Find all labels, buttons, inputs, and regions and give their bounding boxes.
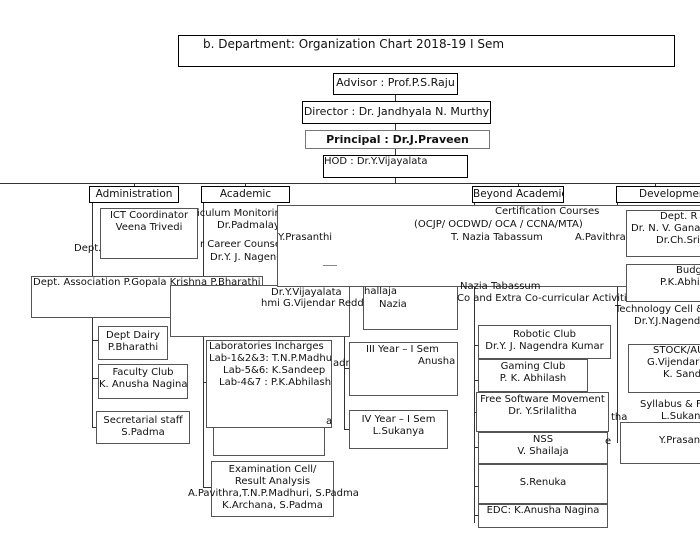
- connector-line: [92, 340, 98, 341]
- vijendar-fragment: hmi G.Vijendar Reddy: [261, 298, 370, 309]
- e-fragment: e: [605, 436, 612, 447]
- advisor-label: Advisor : Prof.P.S.Raju: [336, 76, 455, 89]
- free-software-box: Free Software Movement Dr. Y.Srilalitha: [476, 392, 609, 432]
- technology-cell-label: Technology Cell & Dr.Y.J.Nagend: [615, 304, 700, 327]
- principal-label: Principal : Dr.J.Praveen: [326, 133, 469, 146]
- renuka-box: S.Renuka: [478, 464, 608, 504]
- adma-fragment: adma: [333, 358, 362, 369]
- syllabus-label: Syllabus & F L.Sukan: [640, 399, 700, 422]
- co-extra-curricular-heading: Co and Extra Co-curricular Activitie: [457, 293, 633, 304]
- hod-box: HOD : Dr.Y.Vijayalata: [323, 155, 468, 178]
- heading-administration: Administration: [89, 186, 179, 203]
- secretarial-staff-box: Secretarial staff S.Padma: [96, 411, 190, 444]
- connector-line: [344, 330, 345, 430]
- a-fragment: a: [326, 416, 333, 427]
- connector-line: [203, 203, 204, 488]
- connector-line: [0, 183, 700, 184]
- connector-line: [474, 486, 478, 487]
- chart-title-box: b. Department: Organization Chart 2018-1…: [178, 35, 675, 67]
- chart-title: b. Department: Organization Chart 2018-1…: [203, 37, 505, 51]
- connector-line: [474, 447, 478, 448]
- academic-panel: Dr.Y.Vijayalata: [170, 285, 350, 337]
- connector-line: [655, 183, 656, 187]
- connector-line: [518, 183, 519, 187]
- connector-line: [617, 203, 618, 443]
- connector-line: [134, 183, 135, 187]
- curriculum-fragment: iculum Monitorin Dr.Padmalay: [197, 208, 281, 231]
- edc-box: EDC: K.Anusha Nagina: [478, 504, 608, 528]
- connector-line: [92, 427, 96, 428]
- connector-line: [474, 345, 478, 346]
- robotic-club-box: Robotic Club Dr.Y. J. Nagendra Kumar: [478, 325, 611, 359]
- divider: [323, 265, 337, 266]
- connector-line: [395, 178, 396, 184]
- examination-cell-box: Examination Cell/ Result Analysis A.Pavi…: [188, 461, 359, 517]
- gaming-club-box: Gaming Club P. K. Abhilash: [478, 359, 588, 392]
- career-fragment: r Career Counsel Dr.Y. J. Nagend: [200, 239, 284, 263]
- connector-line: [203, 487, 211, 488]
- connector-line: [474, 203, 475, 523]
- nazia-box: hallaja Nazia: [363, 285, 458, 330]
- connector-line: [395, 95, 396, 102]
- faculty-club-box: Faculty Club K. Anusha Nagina: [98, 364, 188, 399]
- dept-fragment: Dept.: [74, 243, 102, 254]
- connector-line: [92, 378, 98, 379]
- prasan-box: Y.Prasan: [620, 422, 700, 464]
- connector-line: [245, 183, 246, 187]
- dept-dairy-box: Dept Dairy P.Bharathi: [98, 326, 168, 360]
- ict-coordinator-box: ICT Coordinator Veena Trivedi: [100, 208, 198, 259]
- nss-box: NSS V. Shailaja: [478, 432, 608, 464]
- heading-academic: Academic: [201, 186, 290, 203]
- director-label: Director : Dr. Jandhyala N. Murthy: [303, 105, 490, 118]
- principal-box: Principal : Dr.J.Praveen: [305, 130, 490, 149]
- connector-line: [395, 124, 396, 131]
- stock-audit-box: STOCK/AU G.Vijendar K. Sande: [628, 344, 700, 393]
- connector-line: [395, 149, 396, 156]
- connector-line: [344, 429, 349, 430]
- advisor-box: Advisor : Prof.P.S.Raju: [333, 73, 458, 95]
- director-box: Director : Dr. Jandhyala N. Murthy: [302, 101, 491, 124]
- connector-line: [344, 368, 349, 369]
- nazia-tabassum-fragment: Nazia Tabassum: [460, 281, 541, 292]
- third-year-box: III Year – I Sem Anusha Nag: [349, 342, 458, 396]
- heading-development: Development: [616, 186, 700, 203]
- fourth-year-box: IV Year – I Sem L.Sukanya: [349, 410, 448, 449]
- connector-line: [474, 515, 478, 516]
- tha-fragment: tha: [611, 412, 628, 423]
- connector-line: [474, 380, 478, 381]
- heading-beyond-academic: Beyond Academic: [472, 186, 564, 203]
- budget-box: Budg P.K.Abhil: [626, 264, 700, 302]
- connector-line: [203, 382, 206, 383]
- lab-underbox: [213, 428, 325, 456]
- dept-rnd-box: Dept. R Dr. N. V. Ganap Dr.Ch.Sril: [626, 210, 700, 257]
- hod-label: HOD : Dr.Y.Vijayalata: [324, 156, 428, 167]
- labs-box: Laboratories Incharges Lab-1&2&3: T.N.P.…: [206, 340, 332, 428]
